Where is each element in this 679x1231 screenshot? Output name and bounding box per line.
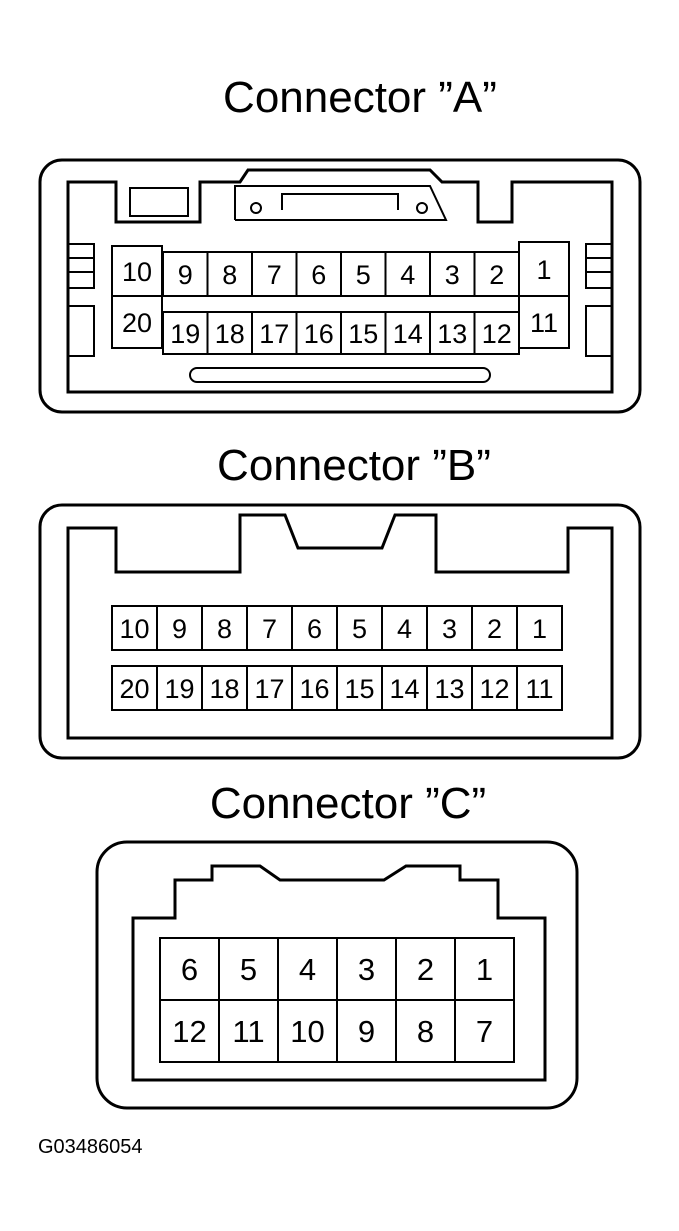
pin-label: 1: [536, 255, 551, 285]
pin-label: 2: [417, 952, 434, 987]
pin-label: 6: [181, 952, 198, 987]
connector-a-key-notch: [281, 193, 399, 210]
pin-label: 2: [489, 260, 504, 290]
pin-label: 8: [417, 1014, 434, 1049]
pin-label: 15: [344, 674, 374, 704]
pin-label: 19: [164, 674, 194, 704]
pin-label: 14: [393, 319, 423, 349]
connector-a-bottom-cell: [473, 311, 520, 355]
pin-label: 18: [209, 674, 239, 704]
connector-a-title: Connector ”A”: [223, 73, 497, 122]
connector-b-bottom-cell: [516, 665, 563, 711]
connector-a-bottom-slot: [189, 367, 491, 383]
connector-a-right-lower-rib: [585, 305, 613, 357]
connector-a-right-latch: [585, 243, 613, 289]
pin-label: 11: [525, 674, 553, 704]
pin-label: 6: [307, 614, 322, 644]
connector-b-outer-shell: [38, 503, 642, 760]
pin-label: 16: [299, 674, 329, 704]
pin-label: 16: [304, 319, 334, 349]
connector-c: 6 5 4 3 2 1 12 11 10 9 8 7: [95, 840, 579, 1110]
pin-label: 4: [299, 952, 316, 987]
pin-label: 7: [267, 260, 282, 290]
pin-label: 3: [445, 260, 460, 290]
pin-label: 1: [532, 614, 547, 644]
pin-label: 1: [476, 952, 493, 987]
figure-code: G03486054: [38, 1136, 143, 1158]
pin-label: 14: [389, 674, 419, 704]
pin-label: 7: [476, 1014, 493, 1049]
pin-label: 13: [434, 674, 464, 704]
connector-c-bottom-cell: [454, 999, 515, 1063]
pin-label: 10: [290, 1014, 324, 1049]
pin-label: 3: [358, 952, 375, 987]
pin-label: 17: [254, 674, 284, 704]
connector-c-pin-grid: 6 5 4 3 2 1 12 11 10 9 8 7: [159, 937, 515, 1063]
pin-label: 20: [122, 308, 152, 338]
pin-label: 17: [259, 319, 289, 349]
connector-c-outer-shell: [95, 840, 579, 1110]
pin-label: 2: [487, 614, 502, 644]
connector-b-inner-housing: [66, 513, 614, 740]
pin-label: 12: [482, 319, 512, 349]
connector-a-outer-shell: [38, 158, 642, 414]
pin-label: 7: [262, 614, 277, 644]
connector-a-left-lower-rib: [67, 305, 95, 357]
pin-label: 6: [311, 260, 326, 290]
connector-a-left-hole: [250, 202, 262, 214]
pin-label: 9: [172, 614, 187, 644]
pin-label: 4: [400, 260, 415, 290]
pin-label: 12: [479, 674, 509, 704]
pin-label: 5: [352, 614, 367, 644]
pin-label: 18: [215, 319, 245, 349]
pin-label: 5: [356, 260, 371, 290]
pin-label: 13: [437, 319, 467, 349]
pin-label: 4: [397, 614, 412, 644]
connector-c-title: Connector ”C”: [210, 779, 486, 828]
pin-label: 19: [170, 319, 200, 349]
pin-label: 9: [358, 1014, 375, 1049]
pin-label: 11: [530, 308, 558, 338]
pin-label: 12: [172, 1014, 206, 1049]
pin-label: 8: [222, 260, 237, 290]
pin-label: 8: [217, 614, 232, 644]
pin-label: 10: [122, 257, 152, 287]
connector-a-key-slot: [234, 185, 448, 221]
pin-label: 20: [119, 674, 149, 704]
pin-label: 5: [240, 952, 257, 987]
pin-label: 9: [178, 260, 193, 290]
connector-a-left-window: [129, 187, 189, 217]
connector-a-left-latch: [67, 243, 95, 289]
pin-label: 3: [442, 614, 457, 644]
connector-a-right-hole: [416, 202, 428, 214]
connector-c-inner-housing: [131, 864, 547, 1082]
pin-label: 15: [348, 319, 378, 349]
connector-b-title: Connector ”B”: [217, 441, 491, 490]
connector-b-top-cell: [516, 605, 563, 651]
pin-label: 10: [119, 614, 149, 644]
pin-label: 11: [232, 1014, 264, 1049]
